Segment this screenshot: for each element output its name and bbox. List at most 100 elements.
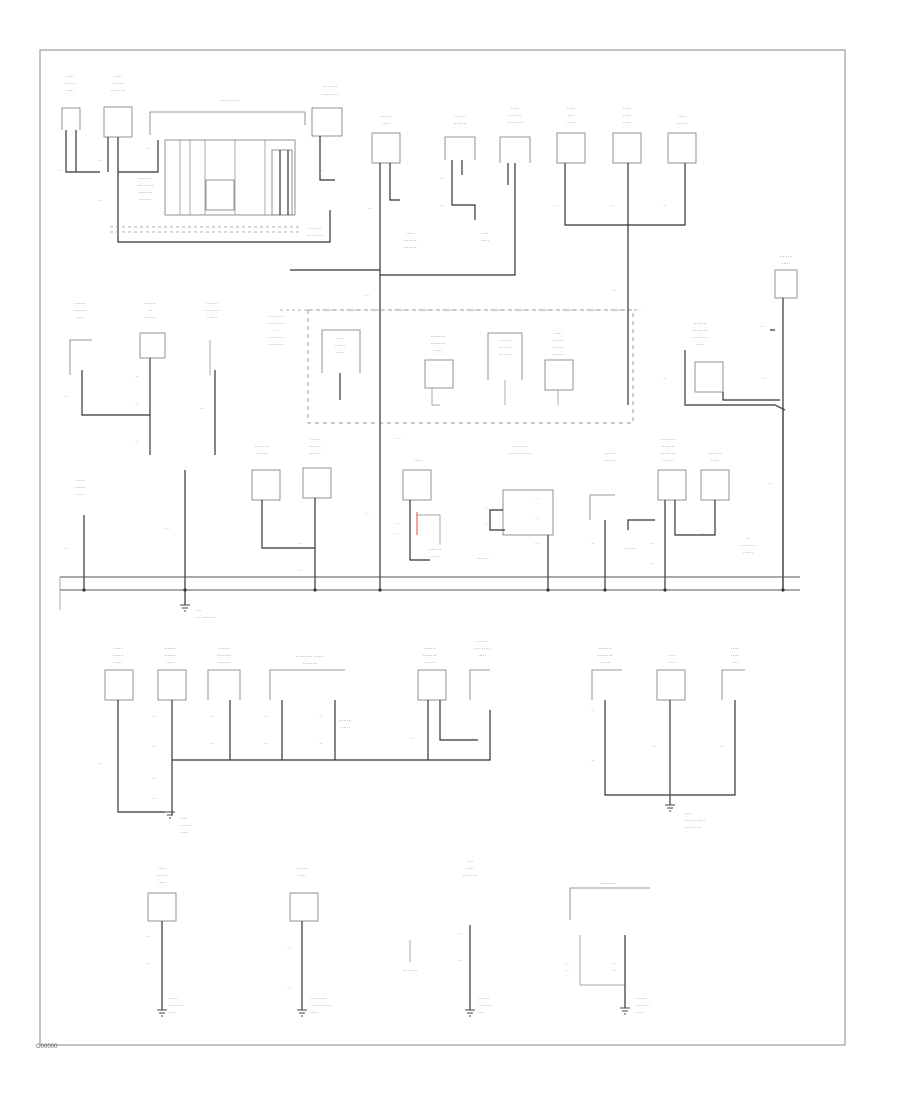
svg-text:··········: ·········· xyxy=(685,825,702,831)
svg-text:···: ··· xyxy=(210,714,215,719)
svg-text:·····: ····· xyxy=(478,653,487,659)
svg-text:···: ··· xyxy=(152,796,157,801)
svg-text:·······: ······· xyxy=(599,660,611,666)
svg-text:······: ······ xyxy=(168,996,178,1002)
svg-text:··············: ·············· xyxy=(508,451,532,457)
svg-text:········: ········ xyxy=(295,866,309,872)
svg-text:········: ········ xyxy=(379,114,393,120)
svg-text:·········: ········· xyxy=(138,176,153,182)
svg-text:··········· ·: ··········· · xyxy=(219,98,241,104)
svg-text:·····: ····· xyxy=(406,231,415,237)
svg-text:·····: ····· xyxy=(336,350,345,356)
svg-text:········: ········ xyxy=(693,321,707,327)
svg-text:··········: ·········· xyxy=(322,92,339,98)
svg-text:······: ······ xyxy=(743,550,753,556)
svg-text:···: ··· xyxy=(97,761,102,766)
svg-text:···: ··· xyxy=(148,308,153,314)
svg-text:··········: ·········· xyxy=(660,451,677,457)
svg-text:···: ··· xyxy=(395,521,400,526)
svg-text:············: ············ xyxy=(685,818,705,824)
svg-text:···: ··· xyxy=(746,536,751,542)
svg-text:···: ··· xyxy=(768,481,773,486)
svg-text:·······: ······· xyxy=(74,301,86,307)
svg-text:·········: ········· xyxy=(111,88,126,94)
svg-text:·····: ····· xyxy=(180,830,189,836)
svg-text:········: ········ xyxy=(498,345,512,351)
svg-text:···: ··· xyxy=(650,561,655,566)
svg-text:········: ········ xyxy=(508,113,522,119)
svg-text:········: ········ xyxy=(428,547,442,553)
svg-text:·········: ········· xyxy=(478,1003,493,1009)
svg-text:·····: ····· xyxy=(158,866,167,872)
svg-text:·····: ····· xyxy=(635,1010,644,1016)
svg-text:·····: ····· xyxy=(168,1010,177,1016)
svg-text:···: ··· xyxy=(440,176,445,181)
svg-text:·········: ········· xyxy=(205,308,220,314)
svg-text:···: ··· xyxy=(298,568,303,573)
svg-text:···: ··· xyxy=(200,406,205,411)
svg-text:···: ··· xyxy=(264,741,269,746)
svg-text:······: ······ xyxy=(157,873,167,879)
svg-text:········: ········ xyxy=(111,81,125,87)
svg-text:·········: ········· xyxy=(323,84,338,90)
svg-text:···: ··· xyxy=(612,288,617,293)
svg-text:·······: ······· xyxy=(499,338,511,344)
svg-text:·········: ········· xyxy=(635,1003,650,1009)
svg-text:·········: ········· xyxy=(431,341,446,347)
bottom-row: ····· ······ ····· ········ ····· ···· ·… xyxy=(145,859,650,1016)
svg-text:···: ··· xyxy=(565,968,570,973)
svg-text:·····: ····· xyxy=(623,120,632,126)
svg-text:··········: ·········· xyxy=(310,996,327,1002)
svg-text:·······: ······· xyxy=(180,823,192,829)
svg-text:······: ······ xyxy=(340,725,350,731)
svg-text:··········: ·········· xyxy=(507,120,524,126)
svg-text:·······: ······· xyxy=(424,646,436,652)
svg-text:···: ··· xyxy=(535,541,540,546)
svg-text:·····: ····· xyxy=(66,74,75,80)
top-row-wires xyxy=(65,130,686,590)
svg-text:····: ···· xyxy=(467,859,474,865)
svg-text:·········: ········· xyxy=(269,335,284,341)
svg-text:··········: ·········· xyxy=(597,653,614,659)
svg-text:···: ··· xyxy=(298,541,303,546)
svg-text:···: ··· xyxy=(395,531,400,536)
svg-text:···: ··· xyxy=(470,736,475,741)
svg-text:·········: ········· xyxy=(661,437,676,443)
svg-text:····: ···· xyxy=(568,113,575,119)
svg-text:········: ········ xyxy=(338,718,352,724)
svg-text:·····: ····· xyxy=(481,238,490,244)
svg-text:···: ··· xyxy=(590,541,595,546)
svg-text:········: ········ xyxy=(779,254,793,260)
svg-text:·······: ······· xyxy=(309,444,321,450)
lower-wires xyxy=(117,700,736,819)
svg-text:·······: ······· xyxy=(309,451,321,457)
svg-text:·······: ······· xyxy=(454,114,466,120)
svg-text:·······: ······· xyxy=(139,197,151,203)
svg-text:···: ··· xyxy=(535,496,540,501)
svg-text:·········: ········· xyxy=(269,342,284,348)
svg-text:··········: ·········· xyxy=(512,444,529,450)
svg-text:···: ··· xyxy=(650,541,655,546)
svg-text:···: ··· xyxy=(152,744,157,749)
lower-middle: ····· ······· ······ ········· ········ … xyxy=(64,436,773,573)
svg-text:······: ······ xyxy=(566,120,576,126)
svg-text:·····: ····· xyxy=(711,458,720,464)
svg-text:···: ··· xyxy=(134,439,139,444)
svg-text:···: ··· xyxy=(590,708,595,713)
svg-text:···: ··· xyxy=(287,946,292,951)
svg-text:····: ···· xyxy=(669,653,676,659)
svg-text:········: ········ xyxy=(403,245,417,251)
svg-text:········: ········ xyxy=(498,352,512,358)
svg-text:···: ··· xyxy=(365,511,370,516)
svg-text:········: ········ xyxy=(308,226,322,232)
svg-text:···: ··· xyxy=(146,146,151,151)
svg-text:·········· ······: ·········· ······ xyxy=(296,654,324,660)
svg-text:·····: ····· xyxy=(76,315,85,321)
main-ground-bus: ···· ··· ········· xyxy=(59,576,800,621)
svg-text:·····: ····· xyxy=(554,331,563,337)
svg-text:···: ··· xyxy=(535,516,540,521)
svg-text:···: ··· xyxy=(152,776,157,781)
svg-text:···: ··· xyxy=(145,961,150,966)
svg-text:·········: ········· xyxy=(423,653,438,659)
svg-text:········: ········ xyxy=(603,458,617,464)
